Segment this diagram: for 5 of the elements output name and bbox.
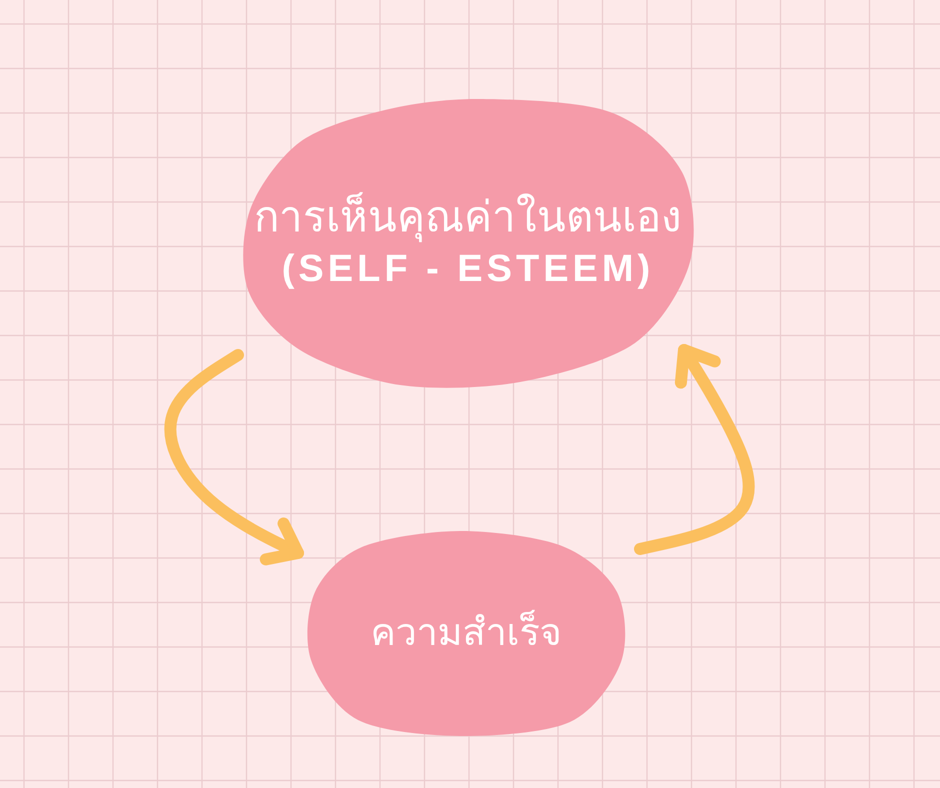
curved-arrow — [164, 349, 304, 566]
node-title: การเห็นคุณค่าในตนเอง — [254, 190, 682, 244]
curved-arrow — [634, 344, 755, 555]
node-subtitle: (SELF - ESTEEM) — [282, 247, 654, 292]
node-label: ความสำเร็จ — [370, 609, 562, 656]
